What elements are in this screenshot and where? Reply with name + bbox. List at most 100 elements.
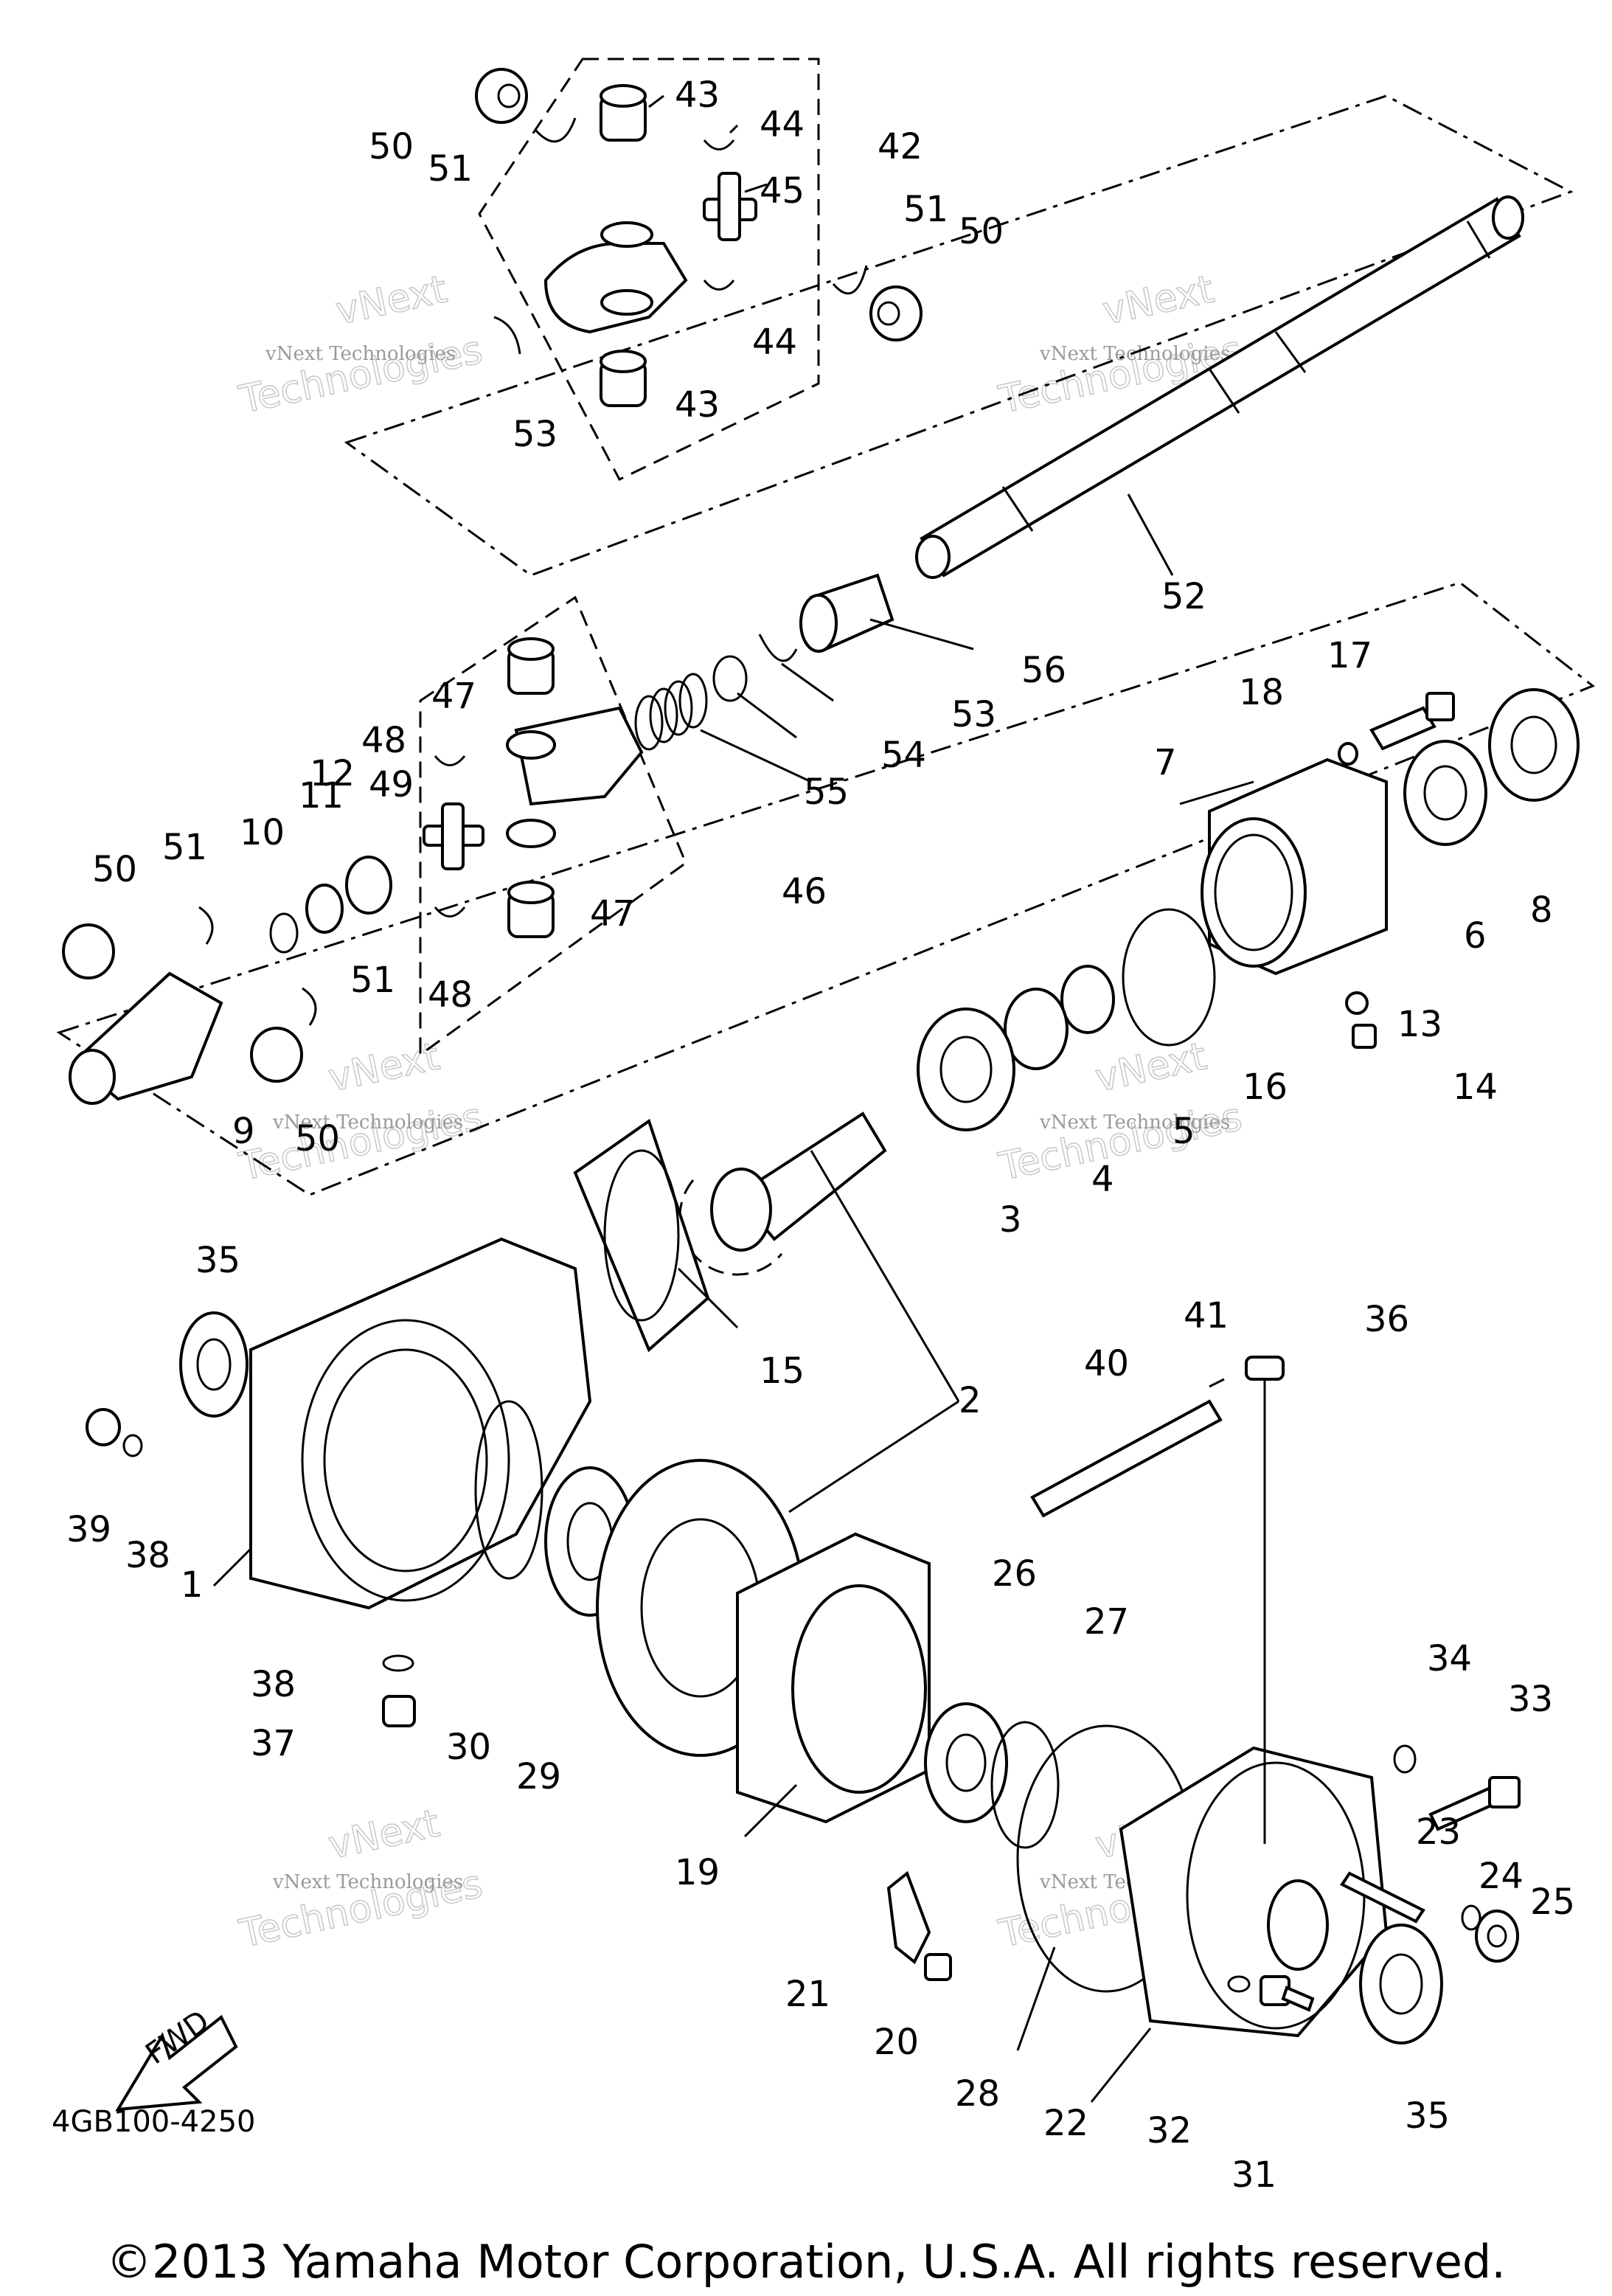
bearing-cap-43-top xyxy=(600,84,647,142)
svg-text:vNext Technologies: vNext Technologies xyxy=(272,1111,463,1134)
callout-54: 54 xyxy=(881,735,926,776)
yoke-part xyxy=(543,242,688,334)
oil-seal-8 xyxy=(1488,688,1580,802)
svg-text:vNext Technologies: vNext Technologies xyxy=(265,343,456,365)
oil-seal-35-left xyxy=(179,1311,249,1418)
front-u-joint-panel xyxy=(56,581,1595,1196)
callout-6: 6 xyxy=(1464,915,1487,957)
spider-cross-49 xyxy=(423,802,484,870)
leader-lines xyxy=(212,94,1254,2103)
callout-29: 29 xyxy=(516,1756,561,1797)
washer-32 xyxy=(1227,1975,1251,1993)
clip-44-top xyxy=(703,139,735,150)
clip-51-top-right xyxy=(832,265,868,295)
svg-text:Technologies: Technologies xyxy=(235,328,486,423)
bearing-50-mid-left xyxy=(62,923,115,979)
svg-text:vNext Technologies: vNext Technologies xyxy=(272,1871,463,1893)
clip-53-top xyxy=(493,316,521,355)
callout-9: 9 xyxy=(232,1111,255,1152)
watermark-1: vNext Technologies vNext Technologies xyxy=(235,267,487,423)
clip-48-bottom xyxy=(434,906,466,918)
callout-53-top: 53 xyxy=(513,414,557,455)
bearing-race-4 xyxy=(1004,988,1069,1070)
callout-50-top-left: 50 xyxy=(369,126,414,167)
callout-47-bottom: 47 xyxy=(590,893,635,934)
callout-24: 24 xyxy=(1479,1856,1524,1897)
callout-51-mid-upper: 51 xyxy=(162,827,207,868)
callout-3: 3 xyxy=(999,1199,1022,1241)
washer-34 xyxy=(1393,1744,1417,1774)
callout-1: 1 xyxy=(181,1564,204,1606)
bearing-50-mid-right xyxy=(250,1027,303,1083)
svg-text:vNext: vNext xyxy=(1091,1034,1210,1100)
drive-shaft-panel xyxy=(344,58,1574,653)
nut-25 xyxy=(1475,1910,1519,1963)
callout-25: 25 xyxy=(1530,1881,1575,1923)
bearing-cap-43-bottom xyxy=(600,350,647,407)
stud-bolt-23 xyxy=(1340,1871,1425,1924)
u-joint-box-42 xyxy=(478,58,820,481)
callout-37: 37 xyxy=(251,1723,296,1764)
clip-51-mid-lower xyxy=(302,987,317,1026)
oil-seal-35-right xyxy=(1359,1924,1443,2044)
boot-56 xyxy=(799,573,894,653)
callout-38: 38 xyxy=(125,1535,170,1576)
washer-13 xyxy=(1345,991,1369,1015)
callout-10: 10 xyxy=(240,812,285,853)
callout-51-mid-lower: 51 xyxy=(350,960,395,1001)
svg-text:vNext: vNext xyxy=(1099,267,1217,333)
bearing-housing-parts xyxy=(573,688,1580,1353)
callout-16: 16 xyxy=(1243,1067,1288,1108)
callout-14: 14 xyxy=(1453,1067,1498,1108)
callout-41: 41 xyxy=(1184,1295,1229,1336)
callout-50-top-right: 50 xyxy=(959,211,1004,252)
callout-19: 19 xyxy=(675,1852,720,1893)
washer-18 xyxy=(1338,742,1358,766)
bearing-3 xyxy=(917,1007,1015,1131)
nut-12 xyxy=(345,856,392,915)
callout-51-top-left: 51 xyxy=(428,148,473,190)
copyright-notice: ©2013 Yamaha Motor Corporation, U.S.A. A… xyxy=(106,2235,1506,2289)
callout-53-mid: 53 xyxy=(951,694,996,735)
differential-cover-22 xyxy=(1119,1746,1389,2038)
circlip-53 xyxy=(758,634,798,662)
callout-44: 44 xyxy=(760,104,805,145)
collar-5 xyxy=(1060,965,1115,1034)
plug-14 xyxy=(1352,1024,1377,1049)
callout-20: 20 xyxy=(874,2022,919,2063)
shim-27 xyxy=(990,1721,1060,1849)
callout-38-bottom: 38 xyxy=(251,1664,296,1705)
u-joint-yoke-46 xyxy=(514,706,644,806)
callout-17: 17 xyxy=(1327,635,1372,676)
svg-text:vNext Technologies: vNext Technologies xyxy=(1039,343,1230,365)
callout-30: 30 xyxy=(446,1727,491,1768)
washer-54 xyxy=(712,655,748,702)
o-ring-10 xyxy=(269,912,299,954)
callout-8: 8 xyxy=(1530,889,1553,931)
callout-50-mid-left: 50 xyxy=(92,849,137,890)
svg-text:Technologies: Technologies xyxy=(995,1095,1246,1190)
washer-38-left xyxy=(122,1434,143,1457)
bearing-6 xyxy=(1403,740,1487,846)
washer-24 xyxy=(1461,1904,1481,1931)
drive-shaft-52 xyxy=(915,195,1524,579)
callout-48-bottom: 48 xyxy=(428,974,473,1016)
fwd-arrow-icon: FWD xyxy=(115,2004,238,2112)
bolt-20 xyxy=(924,1953,952,1981)
callout-51-top-right: 51 xyxy=(903,189,948,230)
housing-7 xyxy=(1201,757,1388,976)
bearing-26 xyxy=(924,1702,1008,1823)
callout-33: 33 xyxy=(1508,1679,1553,1720)
plug-39 xyxy=(86,1408,121,1446)
callout-11: 11 xyxy=(299,775,344,816)
hose-40 xyxy=(1030,1399,1223,1518)
bearing-50-top-left xyxy=(475,68,528,124)
svg-text:vNext Technologies: vNext Technologies xyxy=(1039,1111,1230,1134)
callout-4: 4 xyxy=(1091,1159,1114,1200)
bolt-17 xyxy=(1369,692,1455,751)
callout-21: 21 xyxy=(785,1974,830,2015)
spider-cross-45 xyxy=(703,172,757,241)
gasket-15 xyxy=(573,1118,710,1353)
callout-52: 52 xyxy=(1161,576,1206,617)
